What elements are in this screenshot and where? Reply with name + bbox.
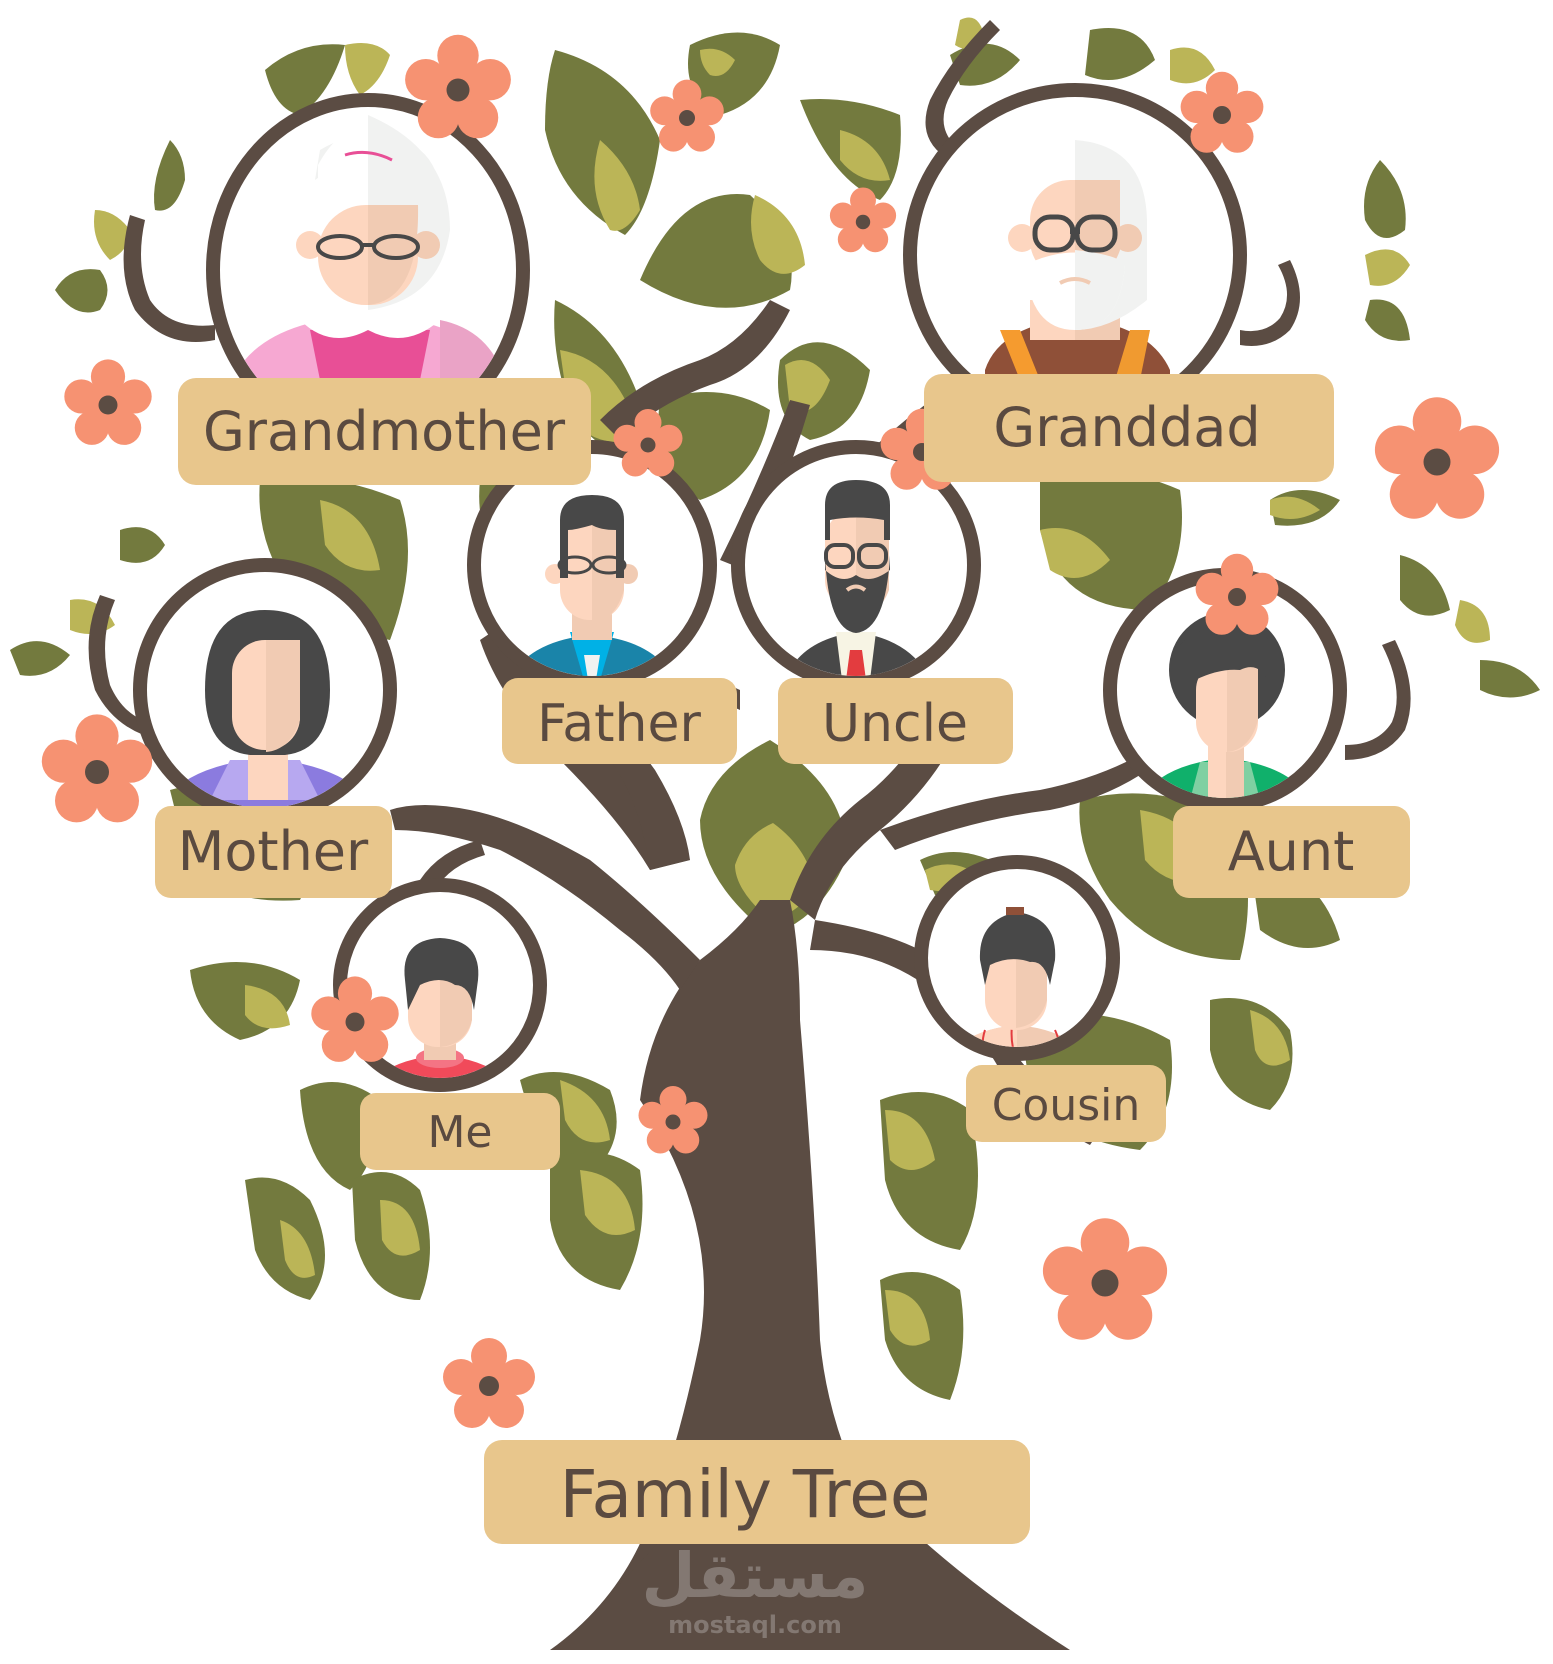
label-mother: Mother xyxy=(178,820,369,883)
label-granddad: Granddad xyxy=(993,396,1260,459)
watermark-arabic: مستقل xyxy=(642,1539,869,1612)
label-uncle: Uncle xyxy=(822,694,968,754)
flower-icon xyxy=(1180,71,1264,153)
watermark-latin: mostaql.com xyxy=(668,1611,842,1639)
label-grandmother: Grandmother xyxy=(203,400,566,463)
portrait-father xyxy=(508,495,675,676)
flower-icon xyxy=(1042,1218,1168,1340)
label-cousin: Cousin xyxy=(992,1080,1141,1131)
label-aunt: Aunt xyxy=(1228,820,1355,883)
flowers xyxy=(41,34,1500,1428)
member-labels: Grandmother Granddad Father Uncle Mother… xyxy=(178,396,1355,1533)
flower-icon xyxy=(443,1338,535,1428)
flower-icon xyxy=(41,714,153,823)
label-plates xyxy=(155,374,1410,1544)
page-title: Family Tree xyxy=(560,1456,931,1533)
flower-icon xyxy=(638,1086,708,1154)
label-me: Me xyxy=(427,1107,492,1158)
watermark: مستقل mostaql.com xyxy=(642,1539,869,1639)
flower-icon xyxy=(64,359,152,445)
flower-icon xyxy=(1195,553,1279,635)
flower-icon xyxy=(1374,397,1500,519)
flower-icon xyxy=(405,34,511,139)
flower-icon xyxy=(829,187,897,253)
flower-icon xyxy=(613,409,683,477)
portrait-aunt xyxy=(1140,612,1310,798)
flower-icon xyxy=(311,976,399,1062)
flower-icon xyxy=(650,79,724,152)
portrait-me xyxy=(365,938,515,1078)
portrait-cousin xyxy=(945,907,1090,1047)
portrait-uncle xyxy=(785,480,930,676)
label-father: Father xyxy=(537,694,701,754)
